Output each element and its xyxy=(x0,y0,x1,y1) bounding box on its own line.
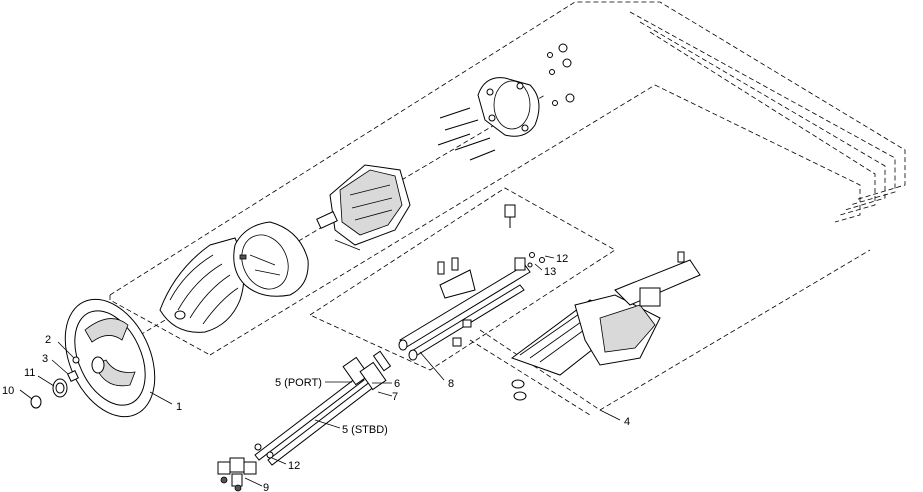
callout-8: 8 xyxy=(448,378,454,390)
helm-body xyxy=(316,164,411,251)
steering-wheel xyxy=(64,298,156,418)
callout-12-lower: 12 xyxy=(288,460,300,472)
callout-2: 2 xyxy=(45,334,51,346)
washer-2 xyxy=(72,356,80,364)
callout-3: 3 xyxy=(42,353,48,365)
callout-5-port: 5 (PORT) xyxy=(275,377,322,389)
callout-9: 9 xyxy=(263,482,269,492)
callout-7: 7 xyxy=(392,391,398,403)
callout-5-stbd: 5 (STBD) xyxy=(342,424,388,436)
nuts-upper xyxy=(547,43,575,106)
bolt-top xyxy=(504,204,516,218)
rear-flange xyxy=(477,77,540,137)
callout-1: 1 xyxy=(176,401,182,413)
steering-actuator-4 xyxy=(510,251,701,401)
callout-13: 13 xyxy=(544,266,556,278)
callout-11: 11 xyxy=(24,367,35,379)
callout-labels: 1 2 3 4 5 (PORT) 5 (STBD) 6 7 8 9 10 11 … xyxy=(2,253,630,492)
cable-end-fittings-9 xyxy=(217,457,257,492)
housing-cover xyxy=(233,221,309,297)
hub-hardware xyxy=(30,356,80,409)
tube-assembly-8 xyxy=(398,204,545,361)
callout-12-upper: 12 xyxy=(556,253,568,265)
callout-10: 10 xyxy=(2,385,14,397)
callout-6: 6 xyxy=(394,378,400,390)
callout-4: 4 xyxy=(624,416,630,428)
leader-lines xyxy=(19,255,621,487)
cap-10 xyxy=(30,395,42,409)
mounting-bolts xyxy=(437,107,496,161)
bellows-boot xyxy=(159,237,245,333)
control-cables-5 xyxy=(254,350,392,466)
fitting-6 xyxy=(342,356,370,386)
nut-3 xyxy=(67,370,79,382)
